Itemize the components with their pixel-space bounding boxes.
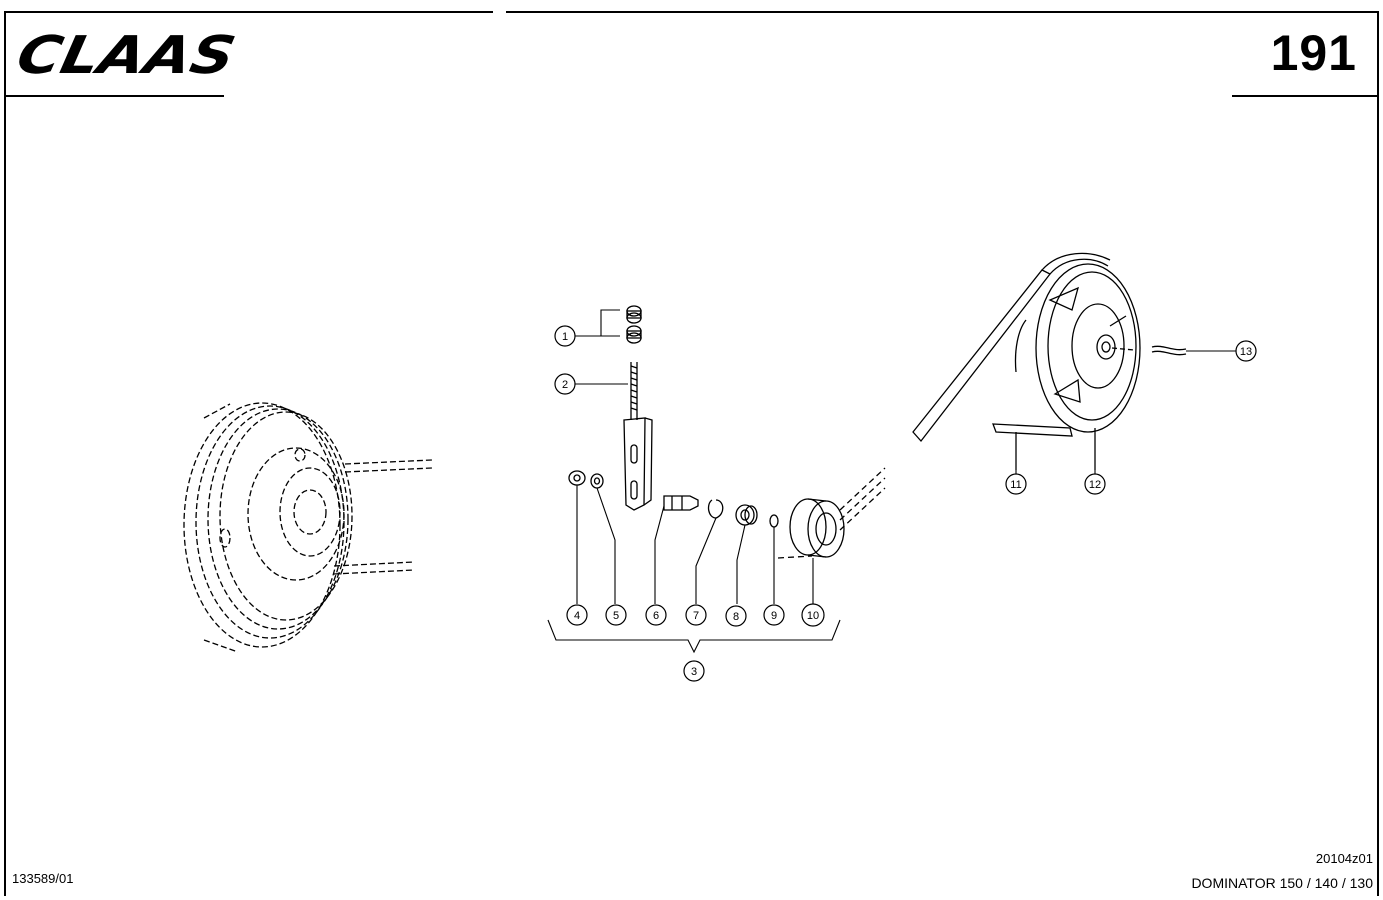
top-rule-right [506,11,1377,13]
svg-text:9: 9 [771,610,777,622]
callout-8: 8 [725,605,747,627]
callout-6: 6 [645,604,667,626]
svg-text:12: 12 [1089,479,1101,491]
part-1-nuts [626,305,642,344]
leader-lines [547,309,1236,654]
svg-text:8: 8 [733,611,739,623]
part-8-bearing [735,504,758,526]
callout-13: 13 [1235,340,1257,362]
callout-12: 12 [1084,473,1106,495]
document-number: 133589/01 [12,871,74,886]
svg-text:11: 11 [1010,479,1021,491]
part-5-washer [590,473,604,489]
callout-9: 9 [763,604,785,626]
svg-text:6: 6 [653,610,659,622]
svg-text:4: 4 [574,610,580,622]
part-6-axle-pin [663,495,699,511]
callout-11: 11 [1005,473,1027,495]
page-number: 191 [1270,25,1357,81]
callout-3: 3 [683,660,705,682]
left-border [4,11,6,896]
part-2-tension-rod [623,362,653,511]
claas-logo: CLAAS [12,26,241,86]
svg-text:7: 7 [693,610,699,622]
svg-text:CLAAS: CLAAS [14,28,236,80]
svg-text:2: 2 [562,379,568,391]
part-11-v-belt [912,252,1111,470]
svg-text:5: 5 [613,610,619,622]
part-4-nut [568,470,586,486]
callout-2: 2 [554,373,576,395]
svg-text:1: 1 [562,331,568,343]
callout-5: 5 [605,604,627,626]
part-7-circlip [707,499,724,519]
part-13-shaft [1111,345,1187,356]
part-9-ring [769,514,779,528]
header-rule-left [6,95,224,97]
top-rule-left [6,11,493,13]
drawing-code: 20104z01 [1315,851,1373,866]
callout-1: 1 [554,325,576,347]
svg-text:13: 13 [1240,346,1252,358]
right-border [1377,11,1379,896]
svg-text:3: 3 [691,666,697,678]
callout-10: 10 [801,603,825,627]
part-12-pulley [1014,263,1141,470]
part-10-tension-roller [777,467,886,559]
drive-pulley-disc [183,402,433,653]
callout-4: 4 [566,604,588,626]
header-rule-right [1232,95,1377,97]
callout-markers: 1 2 3 4 5 6 7 8 9 10 11 12 13 [554,325,1257,682]
callout-7: 7 [685,604,707,626]
model-designation: DOMINATOR 150 / 140 / 130 [1191,875,1373,891]
svg-text:10: 10 [807,610,819,622]
